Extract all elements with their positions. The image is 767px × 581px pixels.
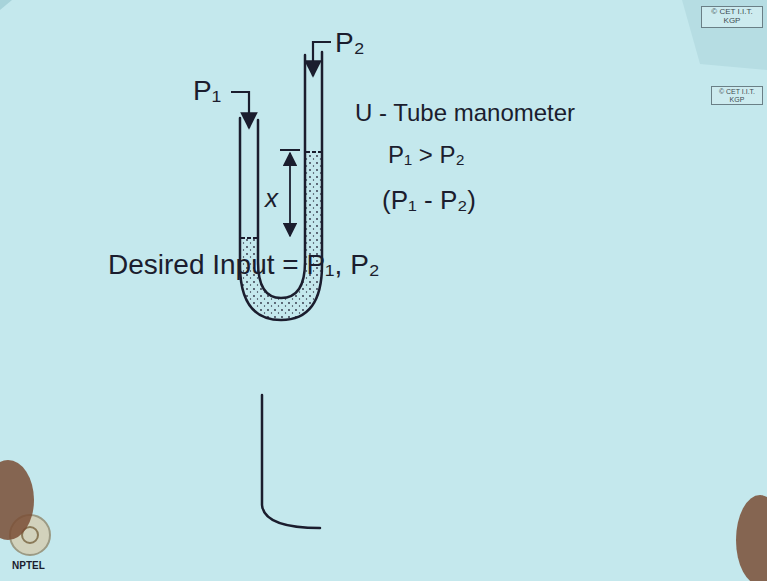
manometer-liquid [240, 152, 322, 320]
paper-fold [682, 0, 767, 70]
pressure-label: P₁ [193, 76, 221, 107]
watermark: © CET I.I.T. KGP [711, 86, 763, 105]
title-note: U - Tube manometer [355, 100, 575, 126]
dimension-label: x [265, 184, 278, 213]
axis-sketch [262, 395, 320, 528]
hand [0, 460, 34, 540]
input-note: Desired Input = P₁, P₂ [108, 250, 380, 281]
watermark: © CET I.I.T. KGP [701, 6, 763, 28]
watermark: © CET I.I.T. KGP [711, 86, 763, 105]
input-note: Desired Input = P₁, P₂ [108, 250, 380, 281]
title-note: U - Tube manometer [355, 100, 575, 126]
condition-note: P₁ > P₂ [388, 142, 465, 168]
logo-text: NPTEL [12, 560, 45, 571]
condition-note: P₁ > P₂ [388, 142, 465, 168]
pressure-label: P₂ [335, 28, 365, 59]
logo-text: NPTEL [12, 560, 45, 571]
liquid-level [241, 237, 257, 239]
hand [736, 495, 767, 581]
pressure-arrow [231, 92, 249, 128]
dimension-line [289, 153, 291, 236]
dimension-tick [280, 149, 300, 151]
dimension-label: x [265, 184, 278, 213]
liquid-level [306, 151, 321, 153]
pressure-label: P₁ [193, 76, 221, 107]
pressure-arrow [313, 42, 331, 76]
watermark: © CET I.I.T. KGP [701, 6, 763, 28]
pressure-label: P₂ [335, 28, 365, 59]
difference-note: (P₁ - P₂) [382, 186, 476, 215]
difference-note: (P₁ - P₂) [382, 186, 476, 215]
